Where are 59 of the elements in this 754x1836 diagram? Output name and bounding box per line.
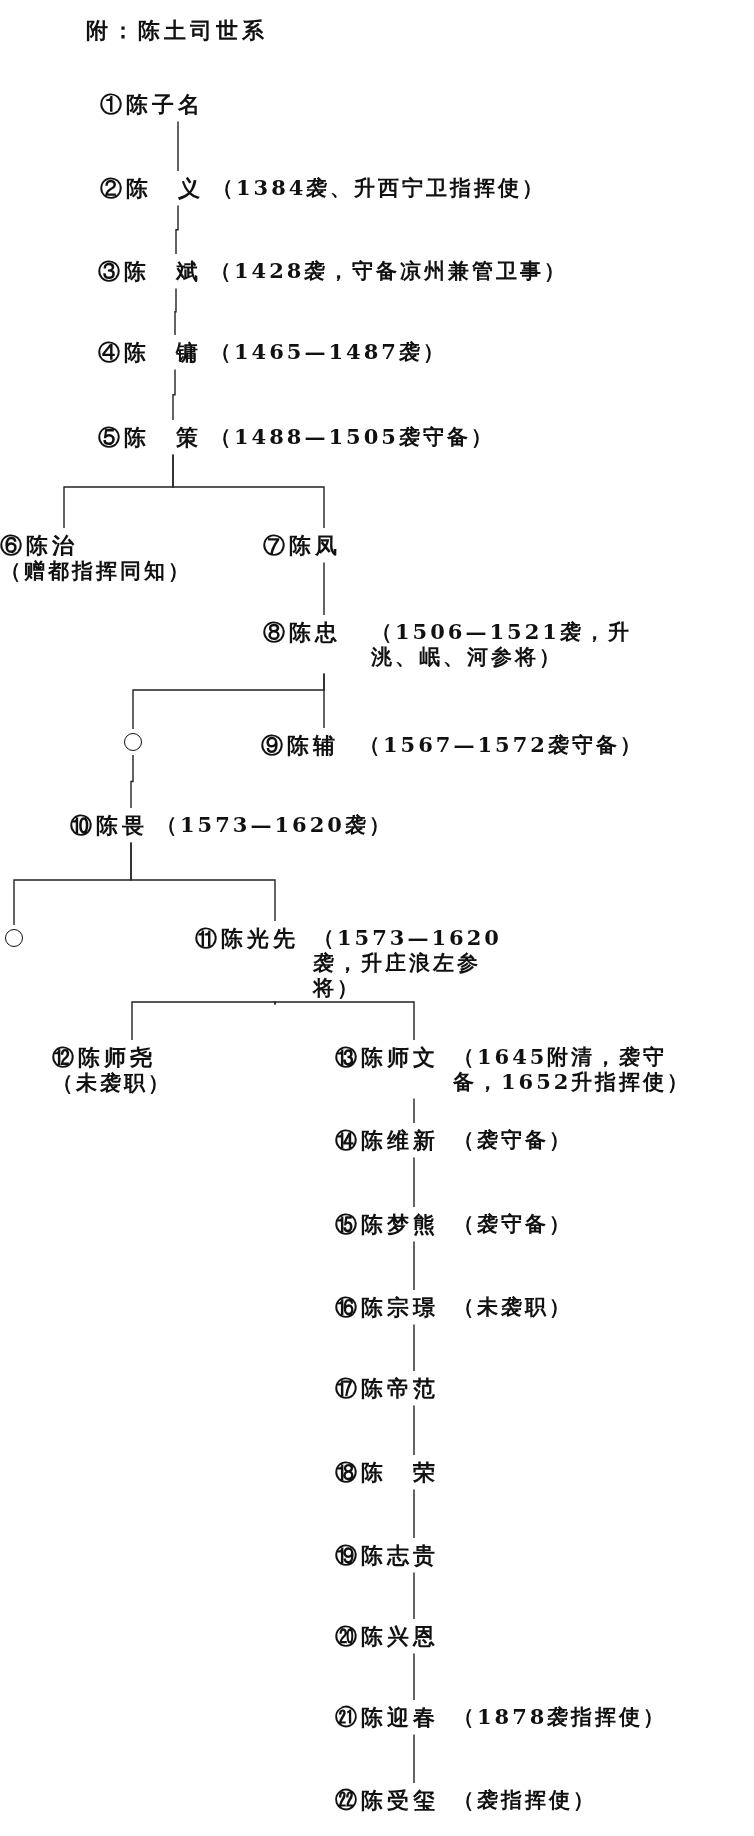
person-name: ⑦陈凤	[263, 532, 341, 559]
connector-line	[413, 1323, 415, 1372]
note-text: （1428袭，守备凉州兼管卫事）	[210, 258, 569, 284]
person-name: ③陈 斌	[98, 258, 202, 285]
connector-line	[130, 754, 134, 809]
note-text: （袭指挥使）	[453, 1787, 597, 1813]
person-name: ⑭陈维新	[335, 1127, 439, 1154]
connector-line	[413, 1404, 415, 1456]
person-name: ⑤陈 策	[98, 424, 202, 451]
note-text: （1573—1620袭）	[156, 812, 393, 838]
person-name: ①陈子名	[100, 91, 204, 118]
person-name: ⑫陈师尧	[52, 1044, 156, 1071]
note-text: （1567—1572袭守备）	[359, 732, 644, 758]
person-name: ⑧陈忠	[263, 619, 341, 646]
person-name: ㉑陈迎春	[335, 1704, 439, 1731]
connector-line	[131, 1001, 276, 1041]
note-text: （1384袭、升西宁卫指挥使）	[212, 175, 547, 201]
note-text: （1488—1505袭守备）	[210, 424, 495, 450]
connector-line	[172, 453, 325, 529]
connector-line	[274, 1001, 415, 1041]
person-name: ②陈 义	[100, 175, 204, 202]
person-name: ⑳陈兴恩	[335, 1623, 439, 1650]
person-name: ⑩陈畏	[70, 812, 148, 839]
connector-line	[172, 368, 176, 421]
connector-line	[174, 287, 177, 336]
note-text: （未袭职）	[52, 1070, 172, 1096]
person-name: ㉒陈受玺	[335, 1787, 439, 1814]
connector-line	[413, 1733, 415, 1784]
note-text: （1573—1620袭，升庄浪左参将）	[313, 925, 503, 1001]
diagram-title: 附：陈土司世系	[86, 16, 268, 45]
person-name: ⑯陈宗璟	[335, 1294, 439, 1321]
connector-line	[130, 841, 276, 922]
connector-line	[413, 1240, 415, 1291]
connector-line	[323, 561, 325, 616]
note-text: （袭守备）	[453, 1127, 573, 1153]
note-text: （赠都指挥同知）	[0, 558, 192, 584]
person-name: ⑰陈帝范	[335, 1375, 439, 1402]
connector-line	[175, 204, 179, 255]
connector-line	[413, 1097, 415, 1124]
note-text: （1645附清，袭守备，1652升指挥使）	[453, 1044, 693, 1095]
connector-line	[323, 672, 325, 729]
person-name: ⑬陈师文	[335, 1044, 439, 1071]
note-text: （袭守备）	[453, 1211, 573, 1237]
connector-line	[413, 1571, 415, 1620]
person-name: ⑲陈志贵	[335, 1542, 439, 1569]
connector-line	[177, 120, 179, 172]
person-name: ⑱陈 荣	[335, 1459, 439, 1486]
note-text: （1465—1487袭）	[210, 339, 447, 365]
connector-line	[413, 1488, 415, 1539]
note-text: （未袭职）	[453, 1294, 573, 1320]
person-name: ⑪陈光先	[195, 925, 299, 952]
note-text: （1506—1521袭，升洮、岷、河参将）	[371, 619, 633, 670]
connector-line	[413, 1156, 415, 1208]
connector-line	[413, 1652, 415, 1701]
person-name: ⑥陈治	[0, 532, 78, 559]
person-name: ⑨陈辅	[261, 732, 339, 759]
note-text: （1878袭指挥使）	[453, 1704, 668, 1730]
person-name: ④陈 镛	[98, 339, 202, 366]
person-name: ⑮陈梦熊	[335, 1211, 439, 1238]
